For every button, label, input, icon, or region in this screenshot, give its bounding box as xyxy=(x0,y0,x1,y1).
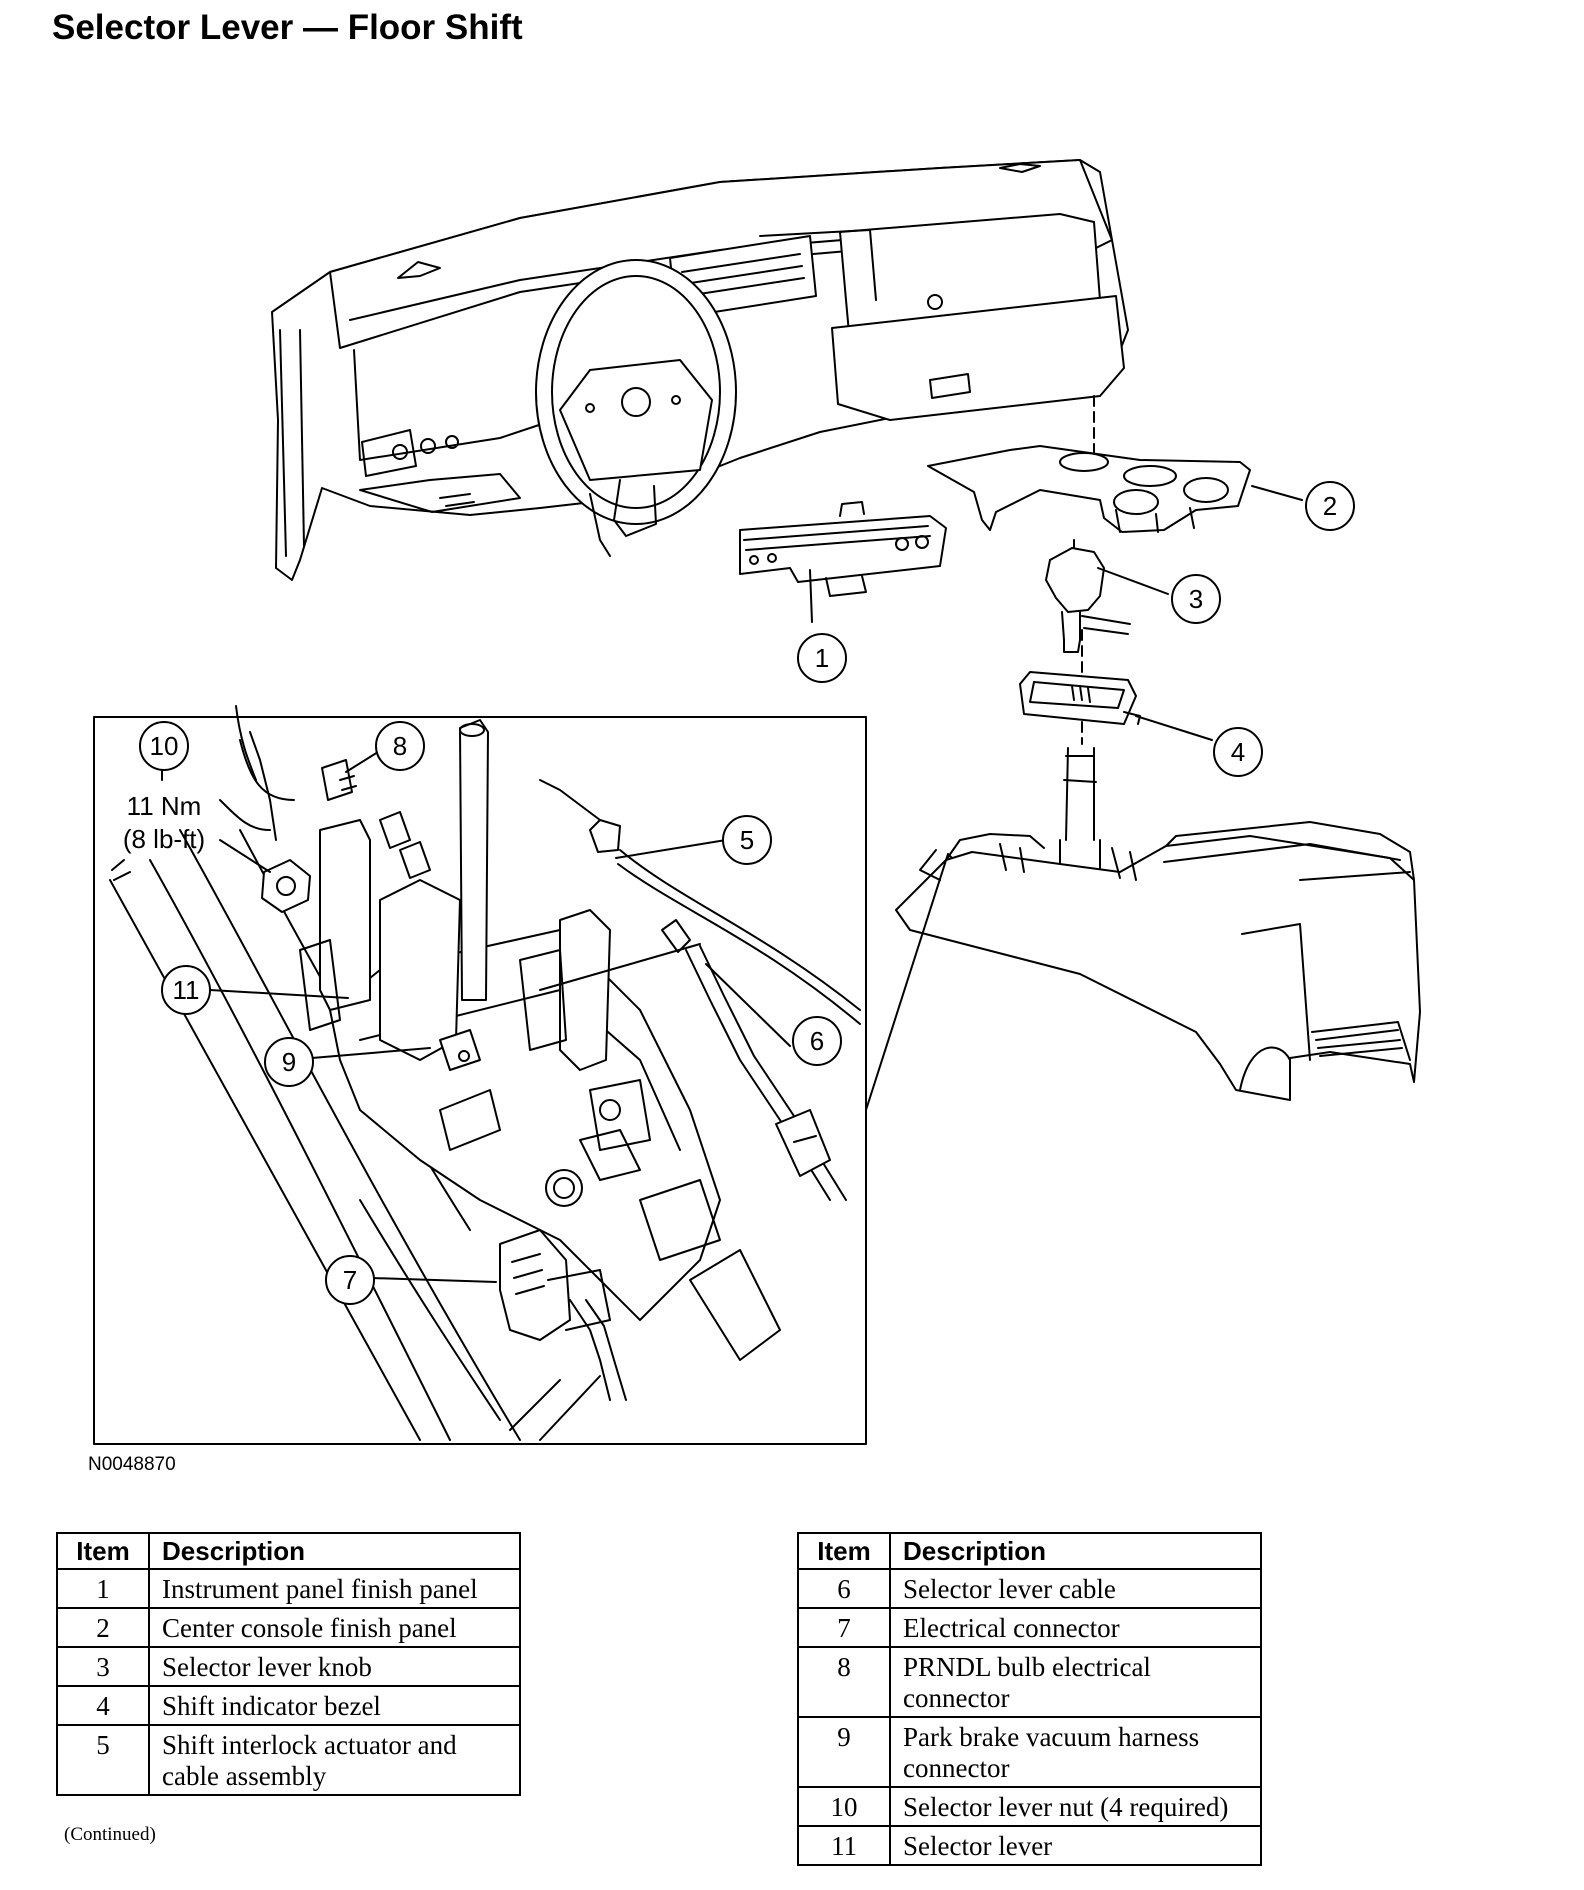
callout-label: 8 xyxy=(393,731,407,761)
legend-item-description: Selector lever cable xyxy=(889,1567,1262,1609)
legend-header-description: Description xyxy=(148,1532,521,1570)
callout-label: 11 xyxy=(173,975,200,1005)
selector-shaft-illustration xyxy=(1059,747,1101,881)
exploded-view-diagram: 1 2 3 4 5 6 7 8 9 10 11 11 Nm (8 lb-ft) xyxy=(93,159,1421,1445)
steering-wheel-illustration xyxy=(535,259,737,557)
callout-label: 10 xyxy=(150,731,179,761)
legend-row: 9 Park brake vacuum harness connector xyxy=(797,1716,1262,1789)
legend-item-description: Selector lever nut (4 required) xyxy=(889,1786,1262,1828)
callout-label: 9 xyxy=(282,1047,296,1077)
legend-header-item: Item xyxy=(56,1532,150,1570)
legend-item-description: Instrument panel finish panel xyxy=(148,1567,521,1609)
figure-id: N0048870 xyxy=(88,1454,176,1475)
legend-item-number: 11 xyxy=(797,1825,891,1867)
instrument-panel-finish-panel-illustration xyxy=(739,501,947,597)
continued-note: (Continued) xyxy=(64,1824,156,1845)
legend-item-description: Park brake vacuum harness connector xyxy=(889,1716,1262,1789)
callout-label: 1 xyxy=(815,643,829,673)
legend-row: 3 Selector lever knob xyxy=(56,1645,521,1688)
selector-lever-knob-illustration xyxy=(1045,547,1131,653)
torque-value: 11 Nm xyxy=(127,791,202,821)
legend-item-number: 4 xyxy=(56,1685,150,1727)
legend-row: 7 Electrical connector xyxy=(797,1606,1262,1648)
callout-labels: 1 2 3 4 5 6 7 8 9 10 11 11 Nm (8 lb-ft) xyxy=(123,491,1337,1295)
legend-item-number: 8 xyxy=(797,1645,891,1719)
legend-item-description: Selector lever xyxy=(889,1825,1262,1867)
callout-label: 3 xyxy=(1189,584,1203,614)
legend-row: 2 Center console finish panel xyxy=(56,1606,521,1648)
legend-row: 11 Selector lever xyxy=(797,1825,1262,1867)
callout-label: 6 xyxy=(810,1026,824,1056)
legend-table-left: Item Description 1 Instrument panel fini… xyxy=(56,1532,521,1797)
legend-item-description: Shift indicator bezel xyxy=(148,1685,521,1727)
legend-item-number: 5 xyxy=(56,1724,150,1797)
center-console-finish-panel-illustration xyxy=(927,445,1251,533)
legend-header-item: Item xyxy=(797,1532,891,1570)
torque-value-imperial: (8 lb-ft) xyxy=(123,824,205,854)
legend-item-description: Electrical connector xyxy=(889,1606,1262,1648)
legend-table-right: Item Description 6 Selector lever cable … xyxy=(797,1532,1262,1867)
legend-item-number: 10 xyxy=(797,1786,891,1828)
legend-header-description: Description xyxy=(889,1532,1262,1570)
legend-row: 8 PRNDL bulb electrical connector xyxy=(797,1645,1262,1719)
legend-item-number: 7 xyxy=(797,1606,891,1648)
callout-label: 7 xyxy=(343,1265,357,1295)
center-console-illustration xyxy=(895,821,1421,1101)
legend-row: 5 Shift interlock actuator and cable ass… xyxy=(56,1724,521,1797)
callout-label: 5 xyxy=(740,825,754,855)
callout-label: 4 xyxy=(1231,737,1245,767)
legend-row: 10 Selector lever nut (4 required) xyxy=(797,1786,1262,1828)
legend-header-row: Item Description xyxy=(797,1532,1262,1570)
legend-item-description: Center console finish panel xyxy=(148,1606,521,1648)
legend-item-number: 1 xyxy=(56,1567,150,1609)
legend-row: 1 Instrument panel finish panel xyxy=(56,1567,521,1609)
callout-label: 2 xyxy=(1323,491,1337,521)
legend-row: 6 Selector lever cable xyxy=(797,1567,1262,1609)
legend-item-description: PRNDL bulb electrical connector xyxy=(889,1645,1262,1719)
legend-item-description: Selector lever knob xyxy=(148,1645,521,1688)
legend-item-number: 3 xyxy=(56,1645,150,1688)
leader-lines xyxy=(161,485,1303,1283)
legend-item-number: 6 xyxy=(797,1567,891,1609)
legend-item-number: 9 xyxy=(797,1716,891,1789)
legend-header-row: Item Description xyxy=(56,1532,521,1570)
legend-item-description: Shift interlock actuator and cable assem… xyxy=(148,1724,521,1797)
callout-circles xyxy=(139,481,1355,1305)
shift-indicator-bezel-illustration xyxy=(1019,671,1141,725)
legend-item-number: 2 xyxy=(56,1606,150,1648)
legend-row: 4 Shift indicator bezel xyxy=(56,1685,521,1727)
page-title: Selector Lever — Floor Shift xyxy=(52,8,523,47)
